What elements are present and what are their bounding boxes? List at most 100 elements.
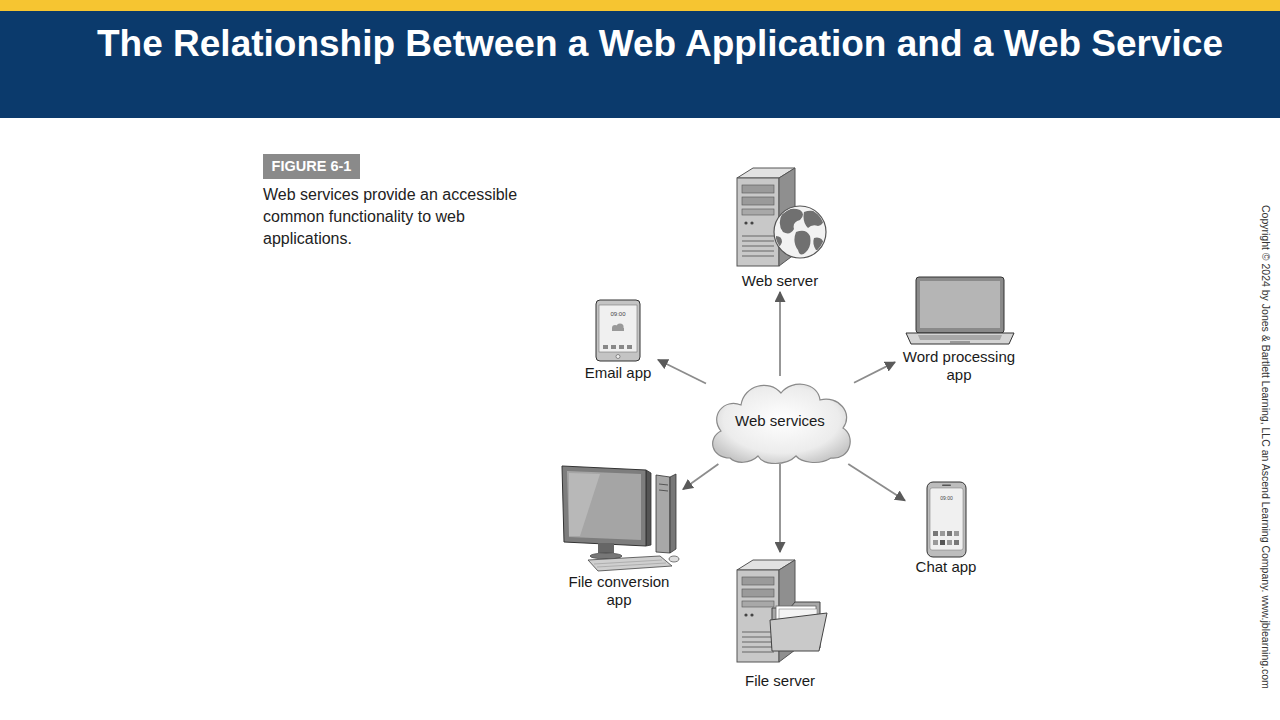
laptop-icon bbox=[950, 341, 970, 343]
web-server-icon bbox=[742, 185, 774, 193]
file-server-icon bbox=[742, 637, 774, 638]
laptop-icon bbox=[916, 277, 1004, 333]
globe-icon bbox=[780, 209, 803, 234]
phone-icon bbox=[927, 482, 966, 557]
arrow-connector bbox=[683, 464, 718, 489]
globe-icon bbox=[804, 211, 824, 228]
slide-title: The Relationship Between a Web Applicati… bbox=[97, 21, 1247, 66]
tablet-icon bbox=[616, 355, 620, 359]
globe-icon bbox=[774, 206, 826, 258]
desktop-icon bbox=[562, 466, 646, 546]
node-label: Chat app bbox=[905, 558, 987, 576]
tablet-icon bbox=[603, 345, 608, 349]
desktop-icon bbox=[656, 475, 670, 553]
laptop-icon bbox=[920, 281, 1000, 328]
phone-icon bbox=[940, 531, 945, 536]
web-server-icon bbox=[737, 178, 779, 266]
node-label-group: Web services bbox=[706, 412, 854, 430]
phone-icon bbox=[947, 531, 952, 536]
app-node: Email app bbox=[578, 298, 658, 382]
globe-icon bbox=[774, 206, 826, 258]
laptop-icon bbox=[906, 333, 1014, 344]
app-node: File conversion app bbox=[555, 462, 683, 608]
node-label-group: Word processing app bbox=[897, 348, 1021, 384]
web-server-icon bbox=[742, 256, 774, 257]
server-node: File server bbox=[728, 552, 832, 692]
folder-icon bbox=[770, 613, 827, 651]
file-server-icon bbox=[750, 613, 753, 616]
tablet-icon bbox=[596, 300, 640, 361]
file-server-icon bbox=[742, 632, 774, 633]
node-label: Word processing app bbox=[897, 348, 1021, 384]
node-label: File server bbox=[728, 672, 832, 690]
phone-icon bbox=[930, 488, 963, 550]
node-label-group: File conversion app bbox=[560, 573, 678, 609]
tablet-icon bbox=[627, 345, 632, 349]
arrow-connector bbox=[779, 292, 781, 376]
phone-icon bbox=[942, 485, 951, 487]
file-server-icon bbox=[742, 577, 774, 585]
web-server-icon bbox=[742, 209, 774, 215]
globe-icon bbox=[776, 236, 782, 247]
figure-number: FIGURE 6-1 bbox=[263, 154, 360, 179]
globe-icon bbox=[794, 231, 810, 255]
desktop-icon bbox=[598, 543, 614, 553]
phone-icon bbox=[940, 540, 945, 545]
web-server-icon bbox=[744, 221, 747, 224]
file-server-icon bbox=[742, 647, 774, 648]
copyright-note: Copyright © 2024 by Jones & Bartlett Lea… bbox=[1259, 205, 1272, 689]
phone-icon bbox=[933, 531, 938, 536]
web-server-icon bbox=[742, 251, 774, 252]
arrow-connector bbox=[658, 360, 706, 384]
phone-icon bbox=[954, 531, 959, 536]
web-server-icon bbox=[742, 241, 774, 242]
tablet-icon bbox=[596, 300, 640, 361]
screen-time: 09:00 bbox=[600, 311, 636, 318]
phone-icon bbox=[933, 540, 938, 545]
phone-icon bbox=[954, 540, 959, 545]
desktop-icon bbox=[594, 560, 662, 564]
desktop-icon bbox=[669, 556, 679, 562]
figure-caption: Web services provide an accessible commo… bbox=[263, 184, 523, 250]
web-server-icon bbox=[750, 221, 753, 224]
web-server-icon bbox=[742, 246, 774, 247]
tablet-icon bbox=[599, 305, 637, 352]
desktop-icon bbox=[659, 490, 668, 491]
file-server-icon bbox=[742, 652, 774, 653]
arrow-connector bbox=[779, 464, 781, 552]
file-server-icon bbox=[742, 642, 774, 643]
desktop-icon bbox=[567, 471, 641, 540]
laptop-icon bbox=[906, 277, 1014, 344]
phone-icon bbox=[927, 482, 966, 557]
app-node: Chat app bbox=[905, 478, 987, 576]
desktop-icon bbox=[646, 470, 651, 546]
accent-strip bbox=[0, 0, 1280, 11]
node-label: Web server bbox=[730, 272, 830, 290]
node-label: File conversion app bbox=[560, 573, 678, 609]
desktop-icon bbox=[670, 474, 676, 553]
phone-icon bbox=[947, 540, 952, 545]
globe-icon bbox=[776, 209, 824, 255]
desktop-icon bbox=[659, 484, 668, 485]
desktop-icon bbox=[569, 473, 600, 536]
app-node: Word processing app bbox=[895, 274, 1023, 386]
node-label: Web services bbox=[706, 412, 854, 430]
tablet-icon bbox=[619, 345, 624, 349]
desktop-icon bbox=[562, 466, 679, 571]
file-server-icon bbox=[742, 589, 774, 597]
node-label-group: Chat app bbox=[905, 558, 987, 576]
globe-icon bbox=[813, 238, 824, 251]
desktop-icon bbox=[588, 556, 672, 571]
node-label-group: Email app bbox=[578, 364, 658, 382]
file-server-icon bbox=[742, 601, 774, 607]
arrow-connector bbox=[848, 464, 905, 501]
node-label-group: File server bbox=[728, 672, 832, 690]
screen-time: 09:00 bbox=[932, 495, 961, 501]
web-server-icon bbox=[742, 197, 774, 205]
laptop-icon bbox=[918, 335, 1002, 340]
node-label: Email app bbox=[578, 364, 658, 382]
